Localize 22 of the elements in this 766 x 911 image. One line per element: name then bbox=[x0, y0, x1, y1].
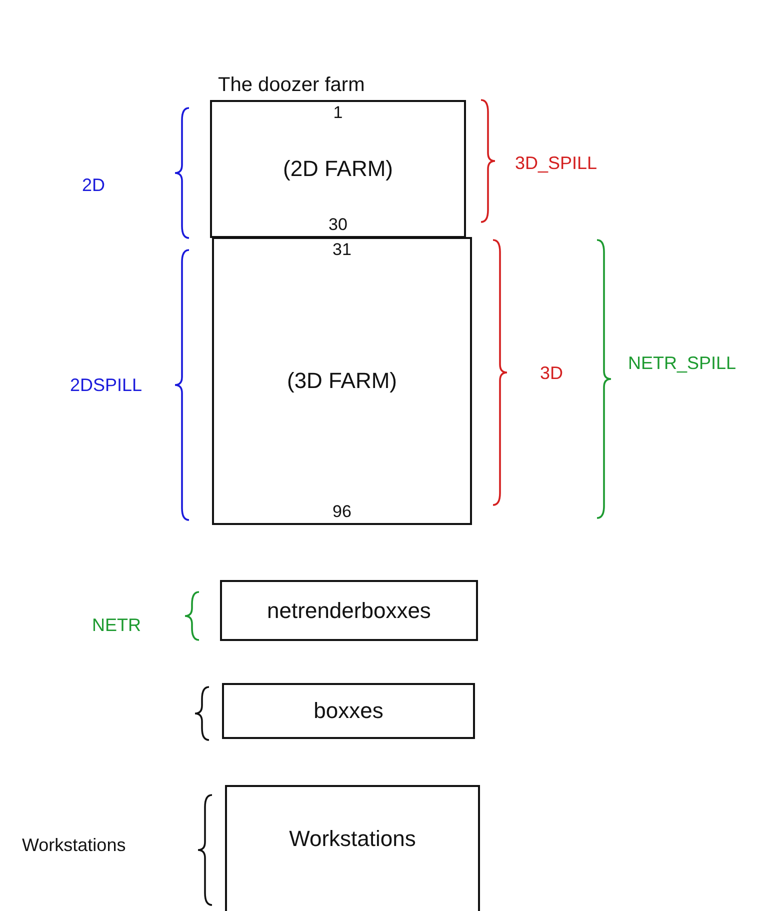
diagram-title: The doozer farm bbox=[218, 73, 365, 98]
farm-box bbox=[212, 237, 472, 525]
range-number: 96 bbox=[332, 501, 352, 523]
box-label: (3D FARM) bbox=[287, 367, 397, 395]
box-label: netrenderboxxes bbox=[267, 596, 431, 624]
farm-box bbox=[222, 683, 475, 739]
box-label: Workstations bbox=[289, 825, 416, 853]
brace-label: NETR bbox=[92, 614, 141, 637]
range-number: 1 bbox=[333, 102, 343, 124]
box-label: (2D FARM) bbox=[283, 155, 393, 183]
brace-label: 3D bbox=[540, 362, 564, 385]
brace-label: NETR_SPILL bbox=[628, 352, 736, 375]
brace-label: 2DSPILL bbox=[70, 374, 142, 397]
brace-label: 3D_SPILL bbox=[515, 152, 598, 175]
farm-box bbox=[225, 785, 480, 911]
box-label: boxxes bbox=[314, 697, 384, 725]
brace-label: 2D bbox=[82, 174, 106, 197]
brace-label: Workstations bbox=[22, 834, 126, 857]
farm-box bbox=[210, 100, 466, 238]
range-number: 30 bbox=[328, 214, 348, 236]
farm-box bbox=[220, 580, 478, 641]
range-number: 31 bbox=[332, 239, 352, 261]
